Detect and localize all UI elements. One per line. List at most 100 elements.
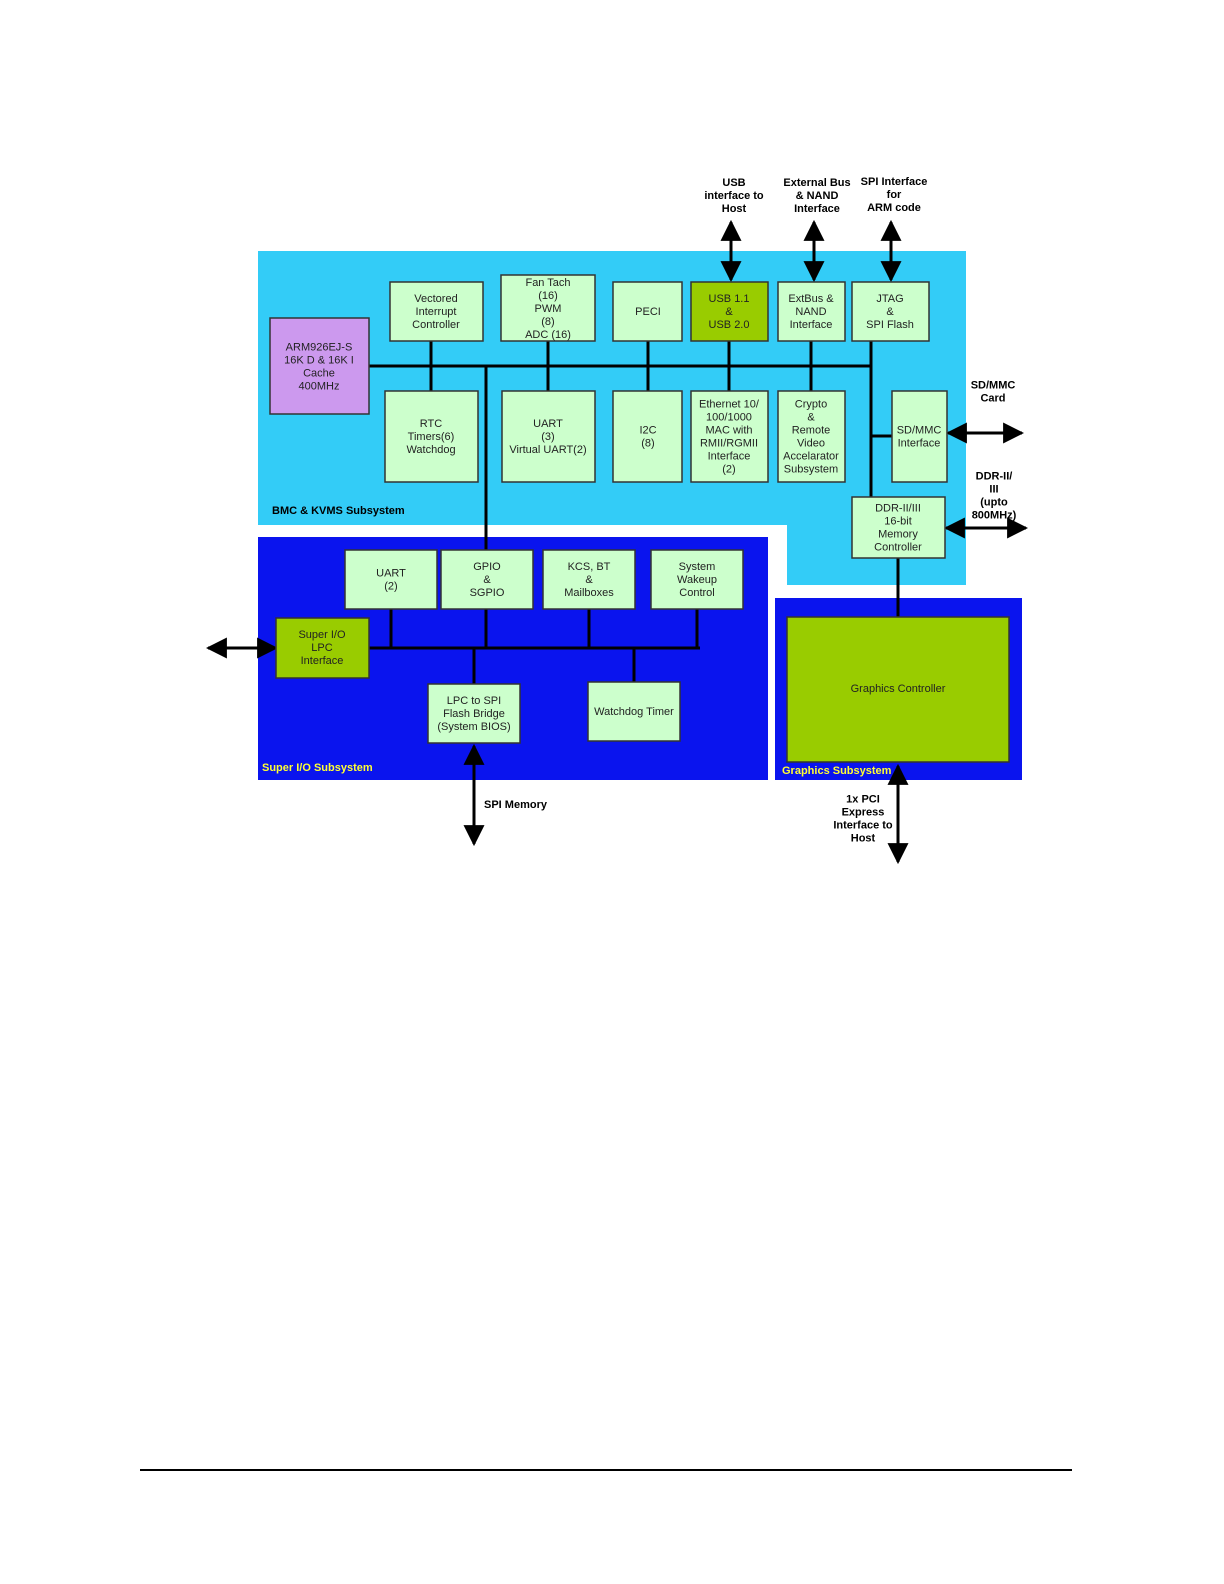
label-line: DDR-II/III xyxy=(875,503,921,515)
label-line: Card xyxy=(980,393,1005,405)
label-line: LPC to SPI xyxy=(447,695,501,707)
label-line: 100/1000 xyxy=(706,412,752,424)
label-line: Controller xyxy=(412,319,460,331)
label-line: (upto xyxy=(980,497,1008,509)
label-line: (8) xyxy=(641,438,654,450)
label-line: interface to xyxy=(704,190,764,202)
label-line: Wakeup xyxy=(677,574,717,586)
label-line: Watchdog xyxy=(406,444,455,456)
label-line: ADC (16) xyxy=(525,329,571,341)
label-line: Vectored xyxy=(414,293,457,305)
label-line: Super I/O xyxy=(298,629,346,641)
label-line: 800MHz) xyxy=(972,510,1017,522)
label-line: ARM926EJ-S xyxy=(286,342,353,354)
system-wakeup-block xyxy=(650,549,744,610)
label-line: for xyxy=(887,189,902,201)
label-line: System xyxy=(679,561,716,573)
lpc-spi-bridge-block xyxy=(427,683,521,744)
label-line: 16K D & 16K I xyxy=(284,355,354,367)
label-line: JTAG xyxy=(876,293,903,305)
label-line: III xyxy=(989,484,998,496)
label-line: Host xyxy=(722,203,747,215)
label-line: LPC xyxy=(311,642,332,654)
label-line: ARM code xyxy=(867,202,921,214)
label-line: SPI Flash xyxy=(866,319,914,331)
footer-rule xyxy=(140,1469,1072,1471)
watchdog-timer-block xyxy=(587,681,681,742)
label-line: KCS, BT xyxy=(568,561,611,573)
label-line: SGPIO xyxy=(470,587,505,599)
label-line: Controller xyxy=(874,542,922,554)
blocks-usb-label: USB 1.1&USB 2.0 xyxy=(709,293,750,331)
blocks-i2c-label: I2C(8) xyxy=(639,425,656,450)
crypto-video-block xyxy=(777,390,846,483)
label-line: SPI Interface xyxy=(861,176,928,188)
extbus-nand-block xyxy=(777,281,846,342)
label-line: Control xyxy=(679,587,714,599)
label-line: (16) xyxy=(538,290,558,302)
graphics-region-label: Graphics Subsystem xyxy=(782,765,892,777)
sdmmc-interface-block xyxy=(891,390,948,483)
vectored-interrupt-block xyxy=(389,281,484,342)
label-line: External Bus xyxy=(783,177,850,189)
fan-tach-block xyxy=(500,274,596,342)
label-line: Express xyxy=(842,807,885,819)
label-line: Interface xyxy=(898,438,941,450)
label-line: (2) xyxy=(722,464,735,476)
label-line: & NAND xyxy=(796,190,839,202)
peci-block xyxy=(612,281,683,342)
label-line: Host xyxy=(851,833,876,845)
bmc-region-label: BMC & KVMS Subsystem xyxy=(272,505,405,517)
label-line: ExtBus & xyxy=(788,293,834,305)
spi-memory-label: SPI Memory xyxy=(484,799,548,811)
label-line: 400MHz xyxy=(299,381,340,393)
label-line: PECI xyxy=(635,306,661,318)
label-line: & xyxy=(886,306,894,318)
superio-lpc-block xyxy=(275,617,370,679)
label-line: Interface xyxy=(794,203,840,215)
label-line: SD/MMC xyxy=(897,425,942,437)
ethernet-mac-block xyxy=(690,390,769,483)
blocks-fan-label: Fan Tach(16)PWM(8)ADC (16) xyxy=(525,277,571,341)
label-line: Virtual UART(2) xyxy=(509,444,586,456)
label-line: Fan Tach xyxy=(525,277,570,289)
label-line: Subsystem xyxy=(784,464,838,476)
blocks-gfx-label: Graphics Controller xyxy=(851,683,946,695)
label-line: Crypto xyxy=(795,399,827,411)
label-line: 16-bit xyxy=(884,516,912,528)
label-line: Mailboxes xyxy=(564,587,614,599)
label-line: I2C xyxy=(639,425,656,437)
label-line: Graphics Controller xyxy=(851,683,946,695)
label-line: Accelarator xyxy=(783,451,839,463)
label-line: GPIO xyxy=(473,561,501,573)
label-line: Ethernet 10/ xyxy=(699,399,760,411)
blocks-gpio-label: GPIO&SGPIO xyxy=(470,561,505,599)
label-line: PWM xyxy=(535,303,562,315)
label-line: MAC with xyxy=(705,425,752,437)
label-line: (8) xyxy=(541,316,554,328)
bus-lines xyxy=(369,341,900,684)
superio-region-label: Super I/O Subsystem xyxy=(262,762,373,774)
rtc-timers-block xyxy=(384,390,479,483)
label-line: USB xyxy=(722,177,745,189)
label-line: Flash Bridge xyxy=(443,708,505,720)
label-line: (3) xyxy=(541,431,554,443)
label-line: & xyxy=(807,412,815,424)
label-line: DDR-II/ xyxy=(976,471,1013,483)
label-line: USB 1.1 xyxy=(709,293,750,305)
usb-block xyxy=(690,281,769,342)
